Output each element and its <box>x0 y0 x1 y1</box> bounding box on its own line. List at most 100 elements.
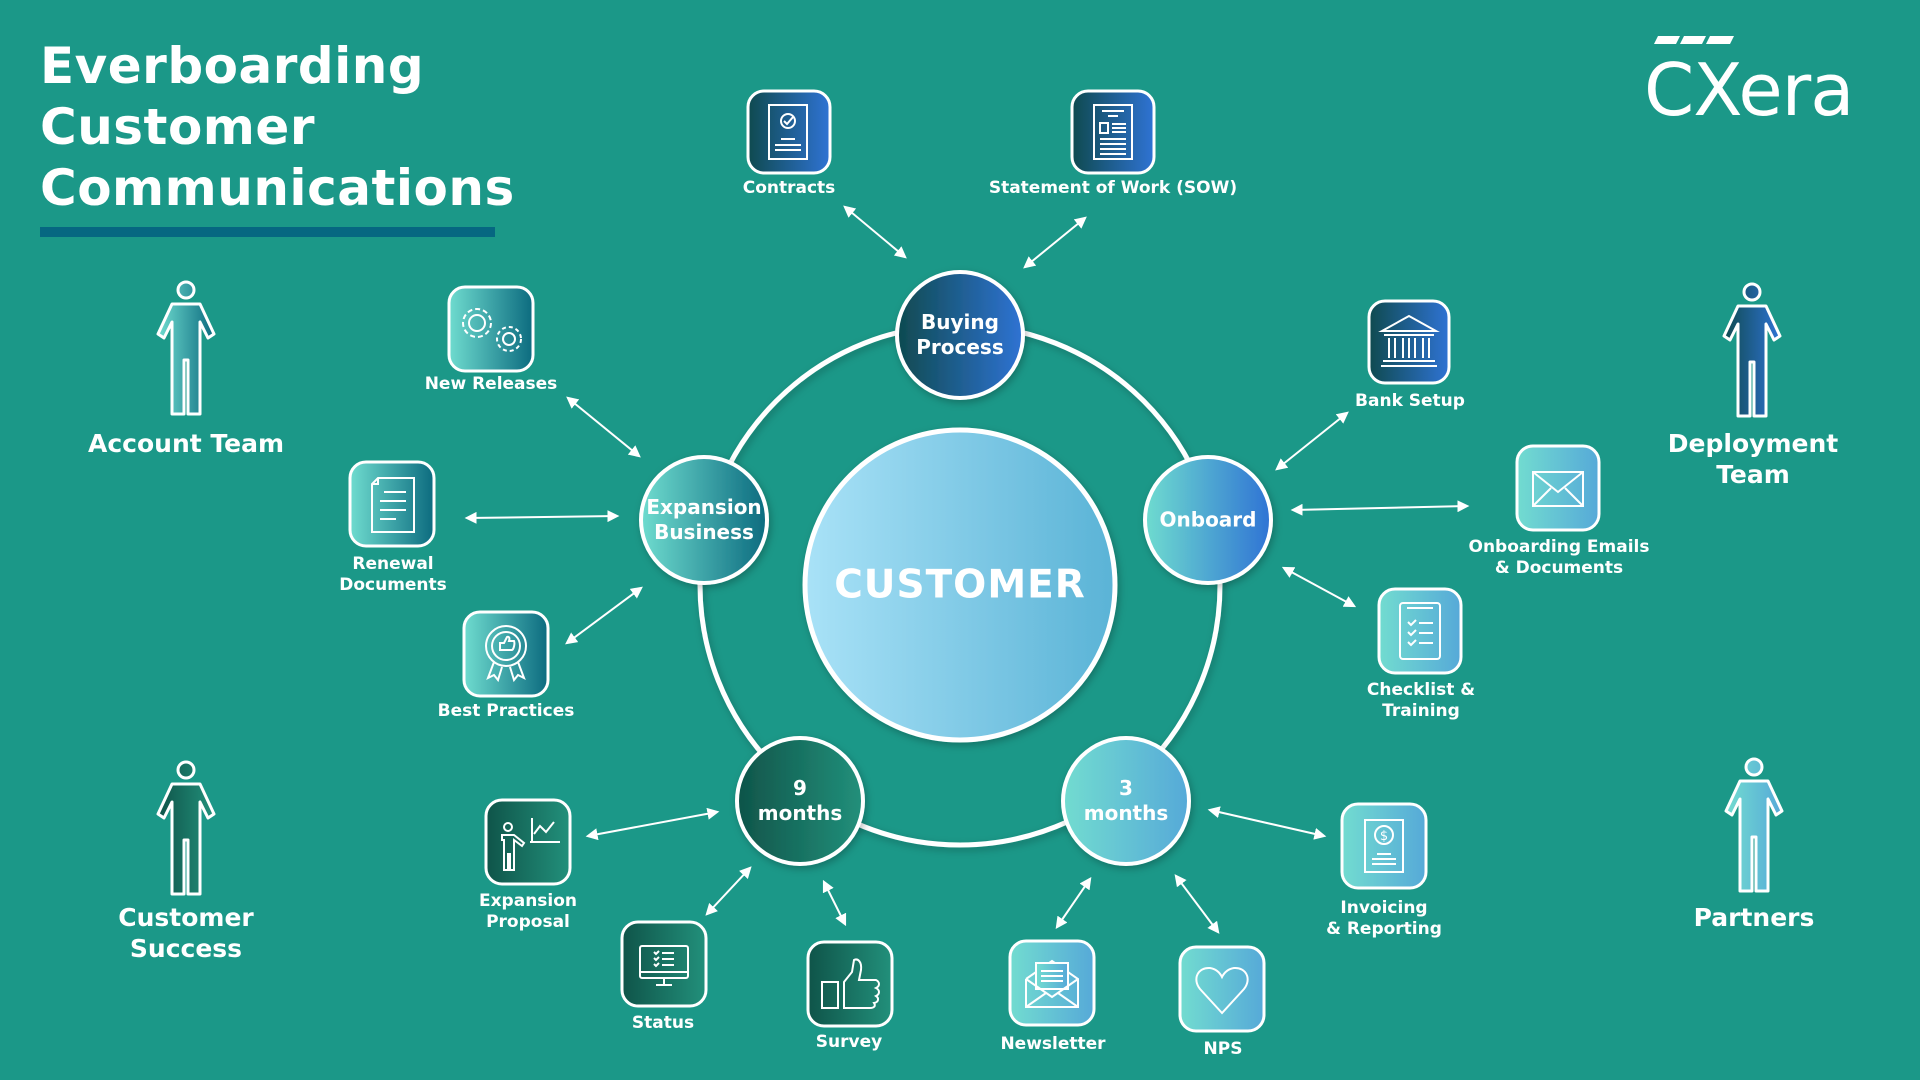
nps-tile[interactable] <box>1178 945 1266 1033</box>
bank-setup-label: Bank Setup <box>1355 391 1465 411</box>
label-line: Invoicing <box>1340 898 1428 918</box>
arrow-renewal <box>464 510 620 524</box>
survey-tile[interactable] <box>806 940 894 1028</box>
award-badge-icon <box>485 625 527 683</box>
document-icon <box>1093 104 1133 160</box>
stage-label-line: Onboard <box>1159 507 1257 532</box>
label-line: Customer <box>118 903 254 932</box>
arrow-checklist <box>1281 566 1357 608</box>
onboarding-emails-tile[interactable] <box>1515 444 1601 532</box>
expansion-proposal-tile[interactable] <box>484 798 572 886</box>
checklist-training-label: Checklist & Training <box>1367 680 1475 722</box>
label-line: Renewal <box>352 554 434 574</box>
arrow-proposal <box>585 807 720 841</box>
stage-expansion-business[interactable] <box>639 455 769 585</box>
stage-label-line: months <box>757 801 843 825</box>
label-line: & Reporting <box>1326 919 1442 939</box>
label-line: Deployment <box>1667 429 1839 458</box>
page-title: Everboarding Customer Communications <box>40 36 515 219</box>
stage-label-line: Process <box>916 335 1004 359</box>
onboarding-emails-label: Onboarding Emails & Documents <box>1468 537 1649 579</box>
label-line: Onboarding Emails <box>1468 537 1650 557</box>
cxera-logo: CXera <box>1640 30 1880 132</box>
bank-setup-tile[interactable] <box>1367 299 1451 385</box>
paper-icon <box>371 477 415 533</box>
invoicing-reporting-tile[interactable]: $ <box>1340 802 1428 890</box>
monitor-checklist-icon <box>639 945 689 986</box>
newsletter-label: Newsletter <box>1000 1034 1106 1054</box>
contracts-label: Contracts <box>742 178 836 198</box>
arrow-best-practices <box>565 586 643 645</box>
renewal-documents-tile[interactable] <box>348 460 436 548</box>
title-line-2: Customer <box>40 98 315 156</box>
label-line: Team <box>1716 460 1790 489</box>
customer-circle <box>802 427 1118 743</box>
stage-9-months[interactable] <box>735 736 865 866</box>
title-line-3: Communications <box>40 159 515 217</box>
arrow-contracts <box>843 205 907 259</box>
sow-tile[interactable] <box>1070 89 1156 175</box>
heart-icon <box>1195 966 1249 1015</box>
best-practices-tile[interactable] <box>462 610 550 698</box>
stage-onboard[interactable] <box>1143 455 1273 585</box>
label-line: & Documents <box>1494 558 1624 578</box>
survey-label: Survey <box>815 1032 883 1052</box>
invoice-dollar-icon: $ <box>1364 819 1404 873</box>
contracts-tile[interactable] <box>746 89 832 175</box>
customer-success-label: Customer Success <box>118 902 254 964</box>
envelope-icon <box>1532 471 1584 507</box>
title-underline <box>40 227 495 237</box>
arrow-nps <box>1174 874 1220 934</box>
label-line: Partners <box>1693 903 1815 932</box>
partners-person <box>1724 757 1784 893</box>
stage-3-months-label: 3 months <box>1084 776 1169 826</box>
status-tile[interactable] <box>620 920 708 1008</box>
person-icon <box>1724 757 1784 893</box>
bank-icon <box>1378 314 1440 367</box>
label-line: Success <box>129 934 243 963</box>
stage-9-months-label: 9 months <box>758 776 843 826</box>
arrow-sow <box>1023 216 1087 269</box>
arrow-newsletter <box>1055 877 1092 929</box>
partners-label: Partners <box>1694 902 1815 933</box>
account-team-person <box>156 280 216 416</box>
sow-label: Statement of Work (SOW) <box>988 178 1238 198</box>
stage-expansion-label: Expansion Business <box>646 495 761 545</box>
label-line: Checklist & <box>1366 680 1476 700</box>
label-line: Account Team <box>87 429 285 458</box>
gears-icon <box>462 308 522 352</box>
status-label: Status <box>631 1013 695 1033</box>
renewal-documents-label: Renewal Documents <box>339 554 447 596</box>
customer-success-person <box>156 760 216 896</box>
person-icon <box>1722 282 1782 418</box>
account-team-label: Account Team <box>88 428 284 459</box>
stage-buying-process[interactable] <box>895 270 1025 400</box>
deployment-team-label: Deployment Team <box>1668 428 1838 490</box>
stage-label-line: Business <box>654 520 754 544</box>
clipboard-checklist-icon <box>1399 602 1441 660</box>
arrow-invoicing <box>1207 806 1327 840</box>
customer-label: CUSTOMER <box>834 562 1086 608</box>
new-releases-tile[interactable] <box>447 285 535 373</box>
newsletter-tile[interactable] <box>1008 939 1096 1027</box>
best-practices-label: Best Practices <box>437 701 575 721</box>
person-icon <box>156 760 216 896</box>
title-line-1: Everboarding <box>40 37 425 95</box>
stage-label-line: Buying <box>921 310 999 334</box>
stage-onboard-label: Onboard <box>1160 508 1257 533</box>
stage-label-line: 3 <box>1119 776 1133 800</box>
label-line: Proposal <box>486 912 570 932</box>
stage-buying-label: Buying Process <box>916 310 1004 360</box>
nps-label: NPS <box>1203 1039 1243 1059</box>
label-line: Expansion <box>478 891 578 911</box>
arrow-survey <box>822 879 847 927</box>
label-line: Documents <box>339 575 447 595</box>
presenter-chart-icon <box>501 818 560 871</box>
stage-label-line: months <box>1083 801 1169 825</box>
arrow-emails <box>1290 500 1470 516</box>
logo-bars-icon <box>1654 36 1734 44</box>
checklist-training-tile[interactable] <box>1377 587 1463 675</box>
arrow-bank <box>1275 411 1349 471</box>
stage-3-months[interactable] <box>1061 736 1191 866</box>
